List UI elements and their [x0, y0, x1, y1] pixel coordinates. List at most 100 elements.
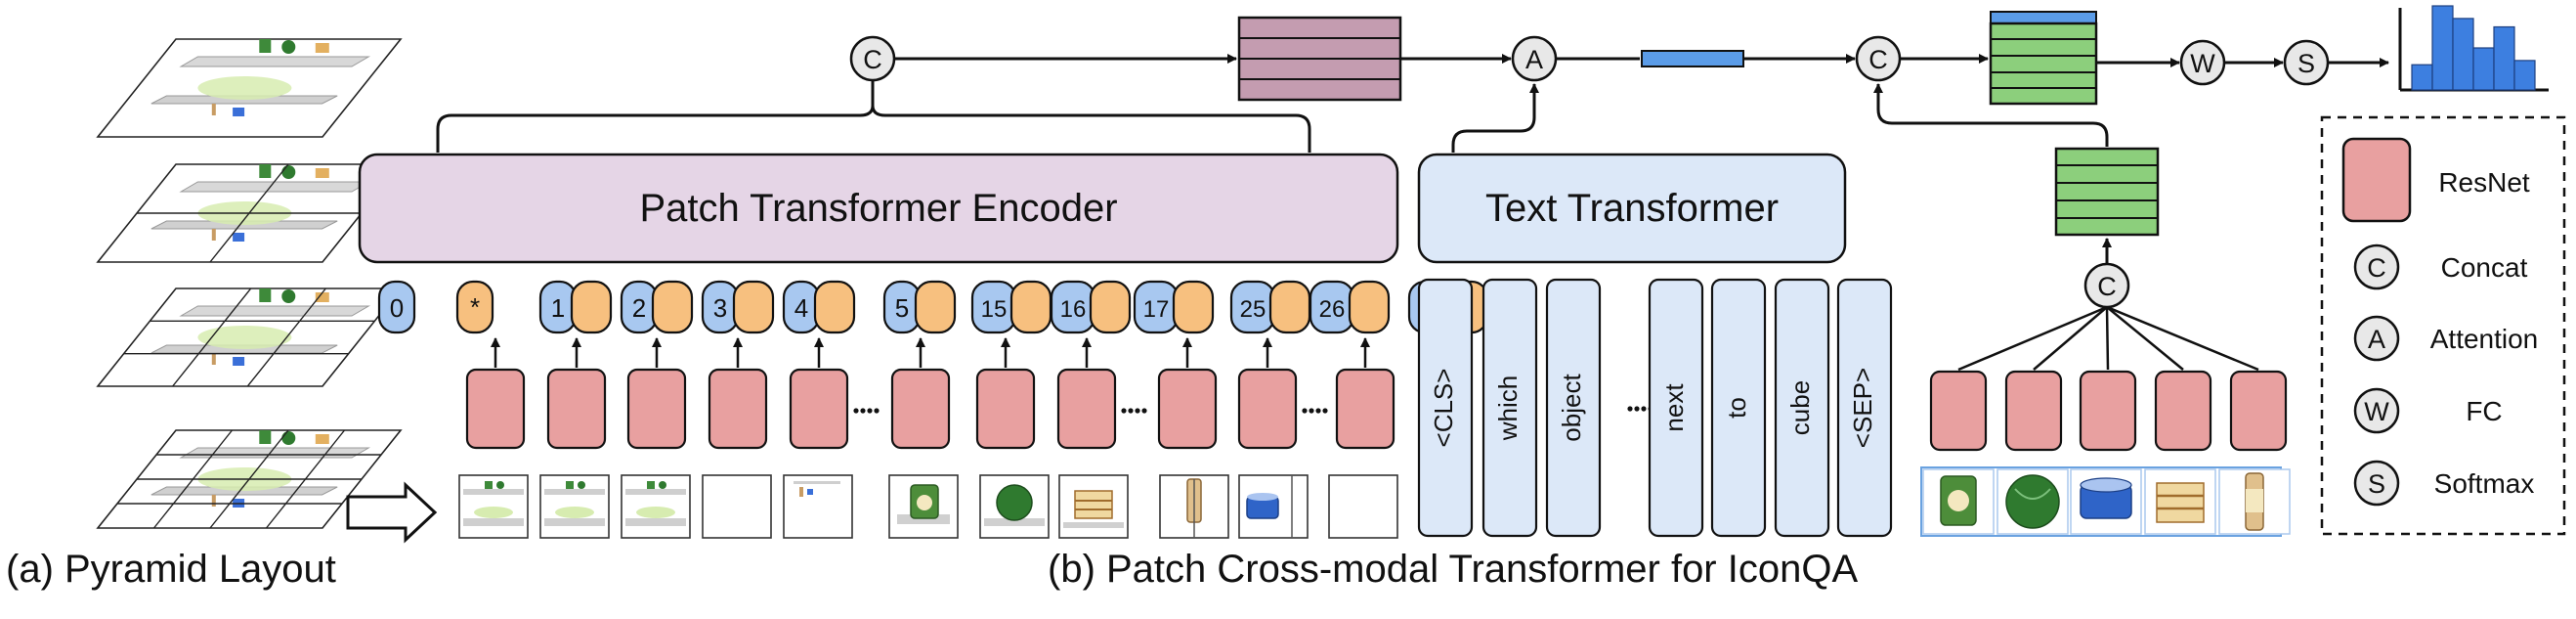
legend-op-label: Concat: [2441, 252, 2528, 283]
image-features-to-concat-arrow: [1873, 83, 2109, 147]
ellipsis-dot: [1315, 408, 1321, 414]
ellipsis-dot: [1634, 406, 1640, 412]
patch-table: [544, 518, 605, 526]
pyramid-layout: [96, 38, 403, 529]
resnet-block: [626, 368, 687, 450]
pyramid-level-2: [96, 163, 403, 263]
token-label: *: [470, 292, 480, 322]
pyramid-melon-icon: [281, 40, 296, 54]
ellipsis-dot: [1322, 408, 1328, 414]
word-token-label: to: [1722, 397, 1751, 419]
token-label: 15: [981, 296, 1008, 323]
patch-embedding-token: [732, 280, 775, 334]
legend-op-symbol: W: [2364, 397, 2389, 426]
pyramid-can-icon: [259, 39, 272, 53]
resnet-block: [1157, 368, 1218, 450]
ellipsis-dot: [1135, 408, 1140, 414]
token-label: 0: [390, 293, 404, 323]
image-patch: [888, 474, 959, 539]
pyramid-table-top: [179, 447, 371, 459]
option-images: [1920, 466, 2291, 537]
word-token-box: [1774, 278, 1830, 538]
image-patch: [783, 474, 853, 539]
output-histogram: [2398, 5, 2549, 92]
patch-embedding-token: [1348, 280, 1391, 334]
patch-table: [625, 518, 686, 526]
pyramid-tin-icon: [233, 108, 245, 116]
cake-icon: [1074, 490, 1113, 519]
ellipsis-dot: [860, 408, 866, 414]
attention-node-label: A: [1525, 45, 1543, 74]
patch-table: [463, 518, 524, 526]
word-token-label: next: [1659, 383, 1689, 432]
pyramid-grid-line: [246, 287, 326, 387]
legend-op-symbol: S: [2368, 469, 2385, 499]
pyramid-table-top: [179, 56, 371, 67]
fc-node-label: W: [2190, 49, 2215, 78]
image-patch: [1058, 474, 1129, 539]
attention-vector: [1641, 50, 1744, 67]
patch-table: [984, 518, 1045, 526]
patch-table: [897, 514, 950, 524]
watermelon-icon: [2005, 474, 2060, 529]
legend-op-icon: [2353, 460, 2400, 507]
pyramid-tin-icon: [233, 357, 245, 366]
patch-transformer-encoder: [358, 153, 1399, 264]
melon-stripe: [2014, 488, 2051, 500]
image-patch: [1159, 474, 1229, 539]
can-label: [917, 495, 932, 510]
pyramid-tube-icon: [211, 353, 216, 365]
resnet-block: [708, 368, 768, 450]
legend-resnet-label: ResNet: [2438, 167, 2530, 198]
pyramid-tin-icon: [233, 233, 245, 242]
encoder-output-bracket: [436, 105, 1311, 153]
patch-shelf: [463, 489, 524, 495]
fan-line: [1957, 305, 2108, 372]
pyramid-cake-icon: [315, 168, 329, 178]
ellipsis-dot: [1309, 408, 1314, 414]
token-label: 1: [551, 293, 565, 323]
resnet-block: [789, 368, 849, 450]
softmax-node-label: S: [2297, 49, 2315, 78]
patch-embedding-token: [1268, 280, 1311, 334]
can-label: [1948, 490, 1969, 511]
patch-frame: [458, 474, 529, 539]
pyramid-table-shelf: [150, 486, 338, 496]
token-label: 2: [632, 293, 646, 323]
option-resnets: [1929, 370, 2288, 452]
legend-op-icon: [2353, 387, 2400, 434]
caption-patch-transformer: (b) Patch Cross-modal Transformer for Ic…: [1048, 548, 1859, 591]
legend-op-icon: [2353, 315, 2400, 362]
legend-op-symbol: C: [2367, 253, 2386, 283]
option-resnet-block: [2154, 370, 2212, 452]
patch-table: [1063, 522, 1124, 528]
patch-embedding-token: [1009, 280, 1052, 334]
ellipsis-dot: [1627, 406, 1633, 412]
pyramid-table-top: [179, 181, 371, 193]
text-transformer-label: Text Transformer: [1485, 187, 1779, 230]
legend-resnet-swatch: [2341, 137, 2412, 223]
legend-op-label: Softmax: [2434, 468, 2535, 499]
histogram-bar: [2493, 25, 2515, 91]
patch-can-icon: [485, 481, 493, 489]
pyramid-table-shelf: [150, 95, 338, 105]
fan-line: [2106, 306, 2184, 371]
legend-op-icon: [2353, 243, 2400, 290]
resnet-block: [1237, 368, 1298, 450]
ellipsis-dot: [1641, 406, 1647, 412]
pyramid-tube-icon: [211, 104, 216, 115]
patch-shadow: [474, 507, 513, 518]
watermelon-icon: [996, 484, 1033, 521]
patch-melon-icon: [496, 481, 504, 489]
ellipsis-dot: [1302, 408, 1308, 414]
concat-node-3-label: C: [2097, 272, 2117, 301]
patch-frame: [1328, 474, 1398, 539]
patch-tube-icon: [799, 487, 803, 497]
image-patch: [539, 474, 610, 539]
image-patch: [1328, 474, 1398, 539]
pyramid-tube-icon: [211, 495, 216, 507]
pyramid-cake-icon: [315, 43, 329, 53]
ellipsis-dot: [867, 408, 873, 414]
cake-icon: [2156, 482, 2205, 523]
